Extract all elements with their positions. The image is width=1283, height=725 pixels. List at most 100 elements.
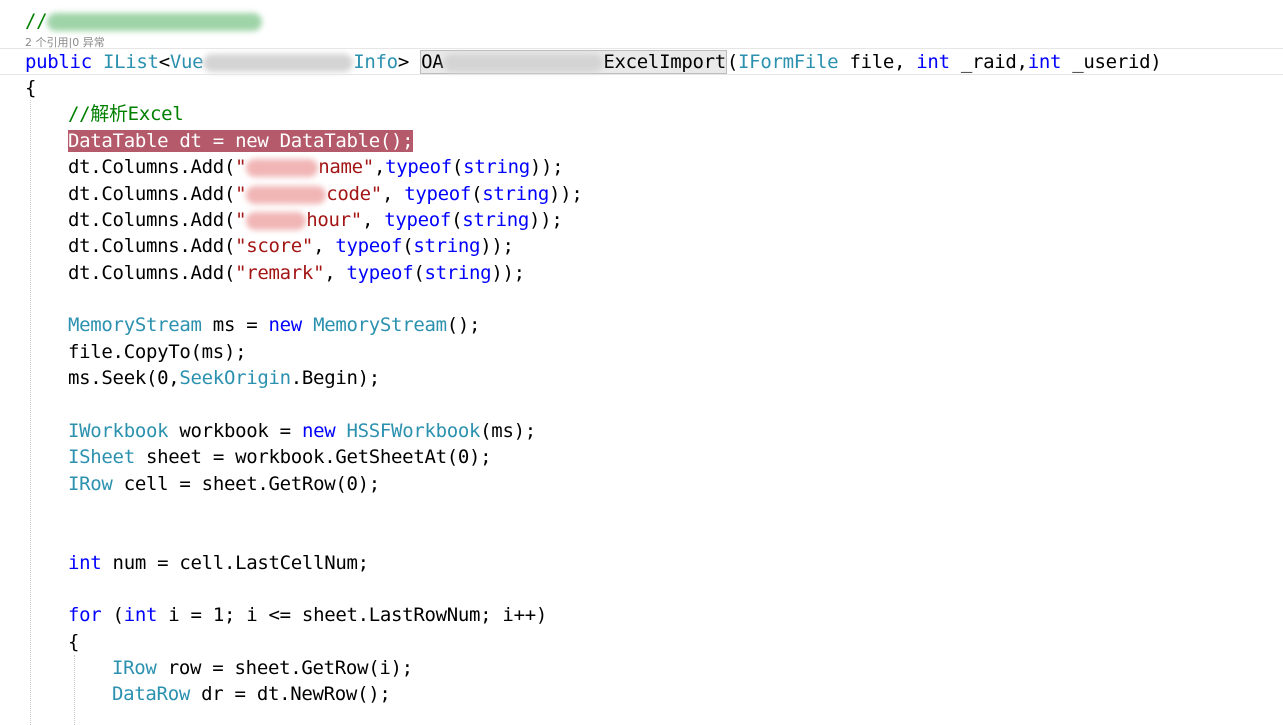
keyword-typeof: typeof: [335, 235, 403, 257]
string-literal: ": [235, 156, 247, 178]
column-add-line: dt.Columns.Add("score", typeof(string));: [68, 235, 514, 257]
type-iworkbook: IWorkbook: [68, 420, 169, 442]
comment-text: //: [25, 10, 48, 32]
workbook-line: IWorkbook workbook = new HSSFWorkbook(ms…: [68, 418, 536, 444]
code-text: workbook =: [168, 420, 302, 442]
type-seekorigin: SeekOrigin: [179, 367, 291, 389]
string-literal: ": [235, 209, 247, 231]
code-text: row = sheet.GetRow(i);: [156, 657, 413, 679]
generic-open: <: [158, 51, 170, 73]
string-literal: "score": [235, 235, 314, 257]
redacted-area: [246, 185, 327, 204]
code-text: dt.Columns.Add(: [68, 156, 236, 178]
method-name-highlight[interactable]: OA ExcelImport: [420, 50, 727, 74]
keyword-new: new: [301, 420, 336, 442]
memorystream-line: MemoryStream ms = new MemoryStream();: [68, 312, 480, 338]
type-hssfworkbook: HSSFWorkbook: [346, 420, 481, 442]
param-raid: _raid,: [949, 51, 1028, 73]
type-memorystream: MemoryStream: [68, 314, 202, 336]
redacted-area: [246, 158, 319, 177]
code-text: dt.Columns.Add(: [68, 235, 236, 257]
method-name-end: ExcelImport: [603, 51, 726, 73]
keyword-string: string: [424, 262, 492, 284]
code-text: ,: [361, 209, 385, 231]
num-line: int num = cell.LastCellNum;: [68, 550, 369, 576]
code-text: sheet = workbook.GetSheetAt(0);: [134, 446, 492, 468]
method-name-start: OA: [421, 51, 444, 73]
code-text: ,: [313, 235, 336, 257]
code-text: ));: [491, 262, 525, 284]
keyword-string: string: [463, 156, 530, 178]
row-line: IRow row = sheet.GetRow(i);: [112, 655, 413, 681]
keyword-public: public: [25, 51, 92, 73]
datarow-line: DataRow dr = dt.NewRow();: [112, 681, 391, 707]
for-line: for (int i = 1; i <= sheet.LastRowNum; i…: [68, 602, 547, 628]
code-text: ms =: [201, 314, 269, 336]
method-signature: public IList<Vue Info> OA ExcelImport(IFor…: [25, 49, 1162, 75]
type-irow: IRow: [68, 473, 113, 495]
redacted-area: [203, 53, 354, 72]
code-text: dt.Columns.Add(: [68, 209, 236, 231]
code-text: ,: [373, 156, 386, 178]
keyword-for: for: [68, 604, 102, 626]
indent-guide: [74, 655, 75, 725]
keyword-typeof: typeof: [346, 262, 414, 284]
string-literal: name": [318, 156, 374, 178]
param-file: file,: [838, 51, 917, 73]
redacted-area: [47, 12, 263, 31]
type-name-start: Vue: [169, 51, 204, 73]
code-text: dt.Columns.Add(: [68, 262, 236, 284]
type-isheet: ISheet: [68, 446, 135, 468]
type-memorystream: MemoryStream: [313, 314, 447, 336]
column-add-line: dt.Columns.Add("code", typeof(string));: [68, 183, 583, 205]
type-ilist: IList: [102, 51, 159, 73]
param-userid: _userid): [1061, 51, 1162, 73]
column-add-line: dt.Columns.Add("remark", typeof(string))…: [68, 262, 525, 284]
code-text: ));: [480, 235, 514, 257]
code-text: num = cell.LastCellNum;: [101, 552, 370, 574]
column-add-line: dt.Columns.Add("hour", typeof(string));: [68, 209, 563, 231]
codelens-references[interactable]: 2 个引用|0 异常: [25, 36, 105, 49]
keyword-int: int: [916, 51, 950, 73]
code-text: (: [101, 604, 124, 626]
string-literal: ": [235, 183, 247, 205]
string-literal: hour": [306, 209, 362, 231]
comment-parse-excel: //解析Excel: [68, 103, 184, 125]
type-iformfile: IFormFile: [738, 51, 839, 73]
top-comment-line: //: [25, 8, 263, 34]
brace-open: {: [25, 77, 37, 99]
code-text: ));: [529, 156, 564, 178]
keyword-new: new: [268, 314, 303, 336]
code-text: (ms);: [480, 420, 536, 442]
redacted-area: [443, 53, 604, 72]
generic-close: >: [397, 51, 409, 73]
separator: [0, 48, 1283, 49]
string-literal: "remark": [235, 262, 325, 284]
keyword-int: int: [123, 604, 158, 626]
redacted-area: [246, 211, 307, 230]
sheet-line: ISheet sheet = workbook.GetSheetAt(0);: [68, 444, 492, 470]
code-text: ));: [549, 183, 583, 205]
type-irow: IRow: [112, 657, 157, 679]
keyword-int: int: [68, 552, 102, 574]
code-text: ms.Seek(0,: [68, 367, 180, 389]
code-text: ,: [324, 262, 347, 284]
keyword-string: string: [482, 183, 550, 205]
code-text: ));: [529, 209, 563, 231]
column-add-line: dt.Columns.Add("name",typeof(string));: [68, 156, 564, 178]
separator: [0, 74, 1283, 75]
type-datarow: DataRow: [112, 683, 190, 705]
string-literal: code": [326, 183, 382, 205]
code-text: .Begin);: [290, 367, 380, 389]
code-text: cell = sheet.GetRow(0);: [112, 473, 381, 495]
indent-guide: [30, 100, 31, 725]
code-text: i = 1; i <= sheet.LastRowNum; i++): [157, 604, 547, 626]
datatable-line[interactable]: DataTable dt = new DataTable();: [68, 128, 414, 154]
paren-open: (: [726, 51, 739, 73]
cell-line: IRow cell = sheet.GetRow(0);: [68, 471, 380, 497]
keyword-int: int: [1027, 51, 1062, 73]
type-name-end: Info: [353, 51, 398, 73]
seek-line: ms.Seek(0,SeekOrigin.Begin);: [68, 365, 380, 391]
selected-text: DataTable dt = new DataTable();: [68, 130, 414, 152]
